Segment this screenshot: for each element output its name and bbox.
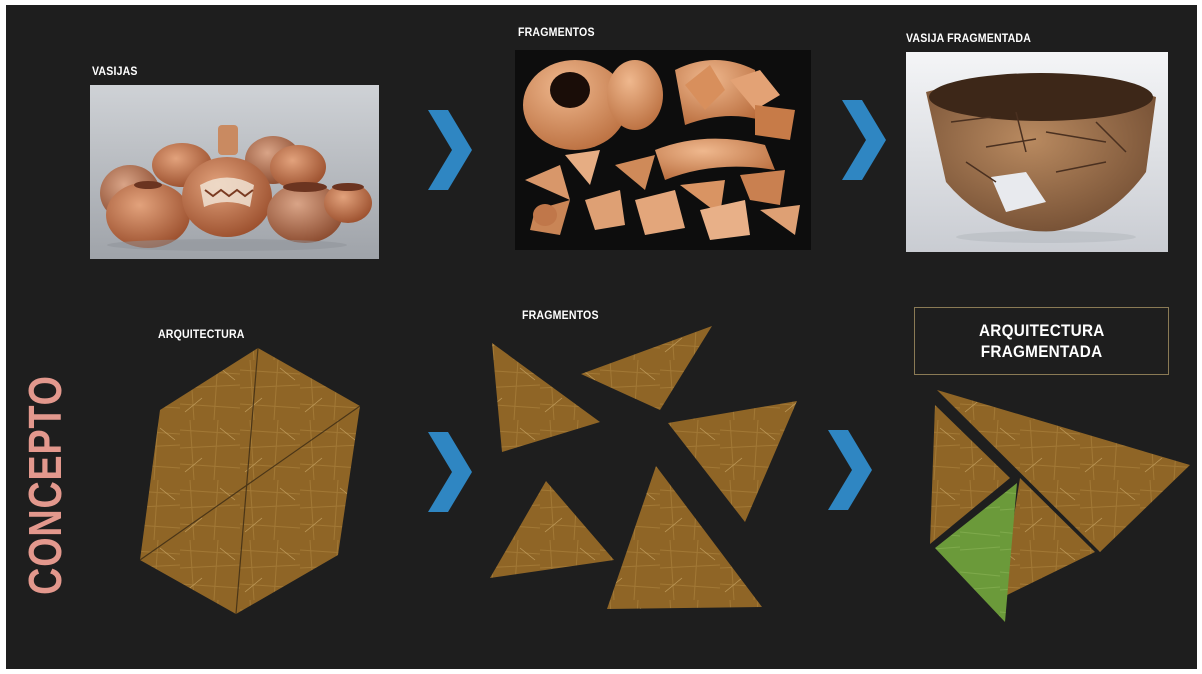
result-label-line1: ARQUITECTURA (979, 320, 1105, 341)
chevron-right-icon (428, 432, 472, 512)
fragment-triangle (490, 481, 614, 578)
fragment-triangle (581, 326, 712, 410)
fragmented-architecture (930, 390, 1190, 622)
fragment-triangle (668, 401, 797, 522)
fragmented-architecture-label-box: ARQUITECTURA FRAGMENTADA (914, 307, 1169, 375)
loose-fragments (490, 326, 797, 609)
fragment-triangle (492, 343, 600, 452)
architecture-hexagon (140, 348, 360, 614)
chevron-right-icon (828, 430, 872, 510)
fragments-bottom-label: FRAGMENTOS (522, 308, 599, 322)
result-label-line2: FRAGMENTADA (981, 341, 1103, 362)
